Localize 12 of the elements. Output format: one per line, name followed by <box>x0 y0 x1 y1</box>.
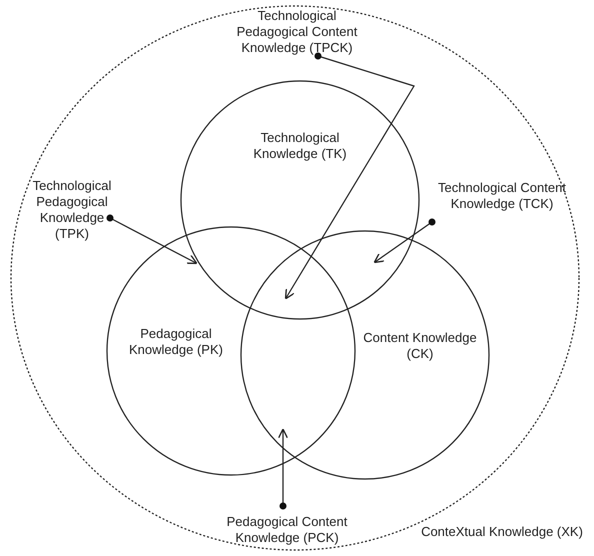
circle-label: Technological Knowledge (TK) <box>252 130 348 162</box>
region-label: Pedagogical Content Knowledge (PCK) <box>226 514 348 546</box>
circle-label: Pedagogical Knowledge (PK) <box>128 326 224 358</box>
region-label: Technological Pedagogical Knowledge (TPK) <box>32 178 112 242</box>
circle-label: ConteXtual Knowledge (XK) <box>420 524 584 540</box>
leader-line <box>106 214 198 264</box>
region-label: Technological Pedagogical Content Knowledge (TPCK) <box>236 8 358 56</box>
leader-line <box>374 218 436 264</box>
leader-line <box>278 428 288 510</box>
region-label: Technological Content Knowledge (TCK) <box>437 180 567 212</box>
circle-label: Content Knowledge (CK) <box>362 330 478 362</box>
leader-line <box>284 52 415 300</box>
